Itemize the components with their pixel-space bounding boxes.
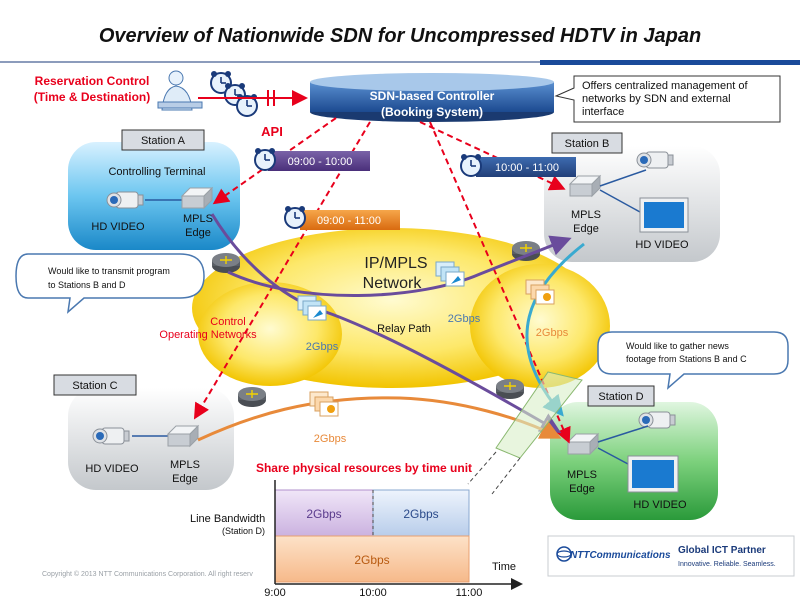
station-d-monitor-icon (627, 455, 679, 493)
timeline-slot-1 (274, 489, 374, 537)
ip-mpls-network-cloud (192, 228, 610, 388)
station-d-mpls-box-icon (567, 433, 599, 455)
controller-callout (554, 75, 781, 123)
page-title: Overview of Nationwide SDN for Uncompres… (99, 25, 701, 47)
bubble-station-a (15, 253, 205, 314)
timeline-slot-3-label: 2Gbps (354, 553, 389, 567)
station-c-panel (53, 374, 234, 490)
network-line2: Network (363, 275, 423, 292)
station-a-label: Station A (141, 135, 186, 147)
timeline-xlabel: Time (492, 561, 516, 573)
timeline-tick-1: 10:00 (359, 587, 387, 599)
timeslot-a-label: 09:00 - 10:00 (288, 156, 353, 168)
copyright-text: Copyright © 2013 NTT Communications Corp… (42, 570, 253, 578)
station-c-mpls-box-icon (167, 425, 199, 447)
timeline-slot-2 (372, 489, 470, 537)
timeline-tick-2: 11:00 (456, 587, 483, 599)
station-a-video: HD VIDEO (91, 221, 145, 233)
title-accent (540, 60, 800, 65)
bubble-station-d (597, 331, 789, 390)
timeline-tick-0: 9:00 (264, 587, 285, 599)
bandwidth-label-4: 2Gbps (314, 433, 347, 445)
station-b-edge1: MPLS (571, 209, 601, 221)
path-c-to-d-orange (197, 396, 562, 442)
station-a-mpls-box-icon (181, 187, 213, 209)
alarm-clock-icons (210, 70, 258, 117)
partner-title: Global ICT Partner (678, 545, 766, 556)
controller-line2: (Booking System) (381, 105, 483, 119)
api-label: API (261, 124, 283, 139)
footer-logo-panel (547, 535, 795, 577)
partner-tagline: Innovative. Reliable. Seamless. (678, 561, 776, 568)
timeline-ylabel2: (Station D) (222, 526, 265, 536)
controller-line1: SDN-based Controller (370, 89, 495, 103)
control-ops-line2: Operating Networks (159, 329, 257, 341)
relay-path-label: Relay Path (377, 323, 431, 335)
timeslot-c (284, 205, 400, 230)
reservation-control-line1: Reservation Control (35, 74, 150, 88)
router-icon-4 (495, 378, 525, 400)
timeslot-b-label: 10:00 - 11:00 (495, 162, 559, 174)
station-b-link-cam (599, 169, 647, 187)
station-b-link-tv (599, 189, 641, 213)
station-c-label: Station C (72, 380, 117, 392)
timeline-slot-2-label: 2Gbps (403, 507, 438, 521)
station-b-edge2: Edge (573, 223, 599, 235)
callout-line2: networks by SDN and external (582, 93, 731, 105)
bubble-d-line2: footage from Stations B and C (626, 354, 747, 364)
station-d-video: HD VIDEO (633, 499, 687, 511)
station-c-edge1: MPLS (170, 459, 200, 471)
callout-line1: Offers centralized management of (582, 80, 748, 92)
station-a-video-camera-icon (106, 191, 144, 209)
station-b-panel (544, 132, 720, 262)
bubble-a-line1: Would like to transmit program (48, 266, 170, 276)
control-ops-line1: Control (210, 316, 245, 328)
station-d-video-camera-icon (638, 411, 676, 429)
bandwidth-label-1: 2Gbps (448, 313, 481, 325)
station-a-terminal: Controlling Terminal (108, 166, 205, 178)
station-b-video: HD VIDEO (635, 239, 689, 251)
station-a-edge2: Edge (185, 227, 211, 239)
router-icon-1 (211, 252, 241, 274)
station-c-video-camera-icon (92, 427, 130, 445)
bubble-a-line2: to Stations B and D (48, 280, 126, 290)
station-c-edge2: Edge (172, 473, 198, 485)
bandwidth-label-3: 2Gbps (536, 327, 569, 339)
bubble-d-line1: Would like to gather news (626, 341, 729, 351)
timeline-ylabel1: Line Bandwidth (190, 513, 265, 525)
station-d-label: Station D (598, 391, 643, 403)
timeslot-b (460, 153, 576, 177)
timeline-slot-3 (274, 535, 470, 583)
router-icon-3 (237, 386, 267, 408)
path-a-to-d-purple (210, 213, 562, 434)
callout-line3: interface (582, 106, 624, 118)
timeslot-a (254, 147, 370, 171)
station-c-video: HD VIDEO (85, 463, 139, 475)
bandwidth-label-2: 2Gbps (306, 341, 339, 353)
share-title: Share physical resources by time unit (256, 461, 472, 475)
station-d-link-cam (597, 425, 649, 443)
station-b-mpls-box-icon (569, 175, 601, 197)
station-b-monitor-icon (639, 197, 689, 233)
ntt-logo-text: NTTCommunications (570, 550, 671, 561)
timeslot-c-label: 09:00 - 11:00 (317, 215, 381, 227)
station-a-edge1: MPLS (183, 213, 213, 225)
stream-stack-icon-4 (309, 391, 339, 417)
station-b-label: Station B (565, 138, 610, 150)
timeline-pointer (467, 451, 521, 495)
station-d-link-tv (597, 447, 629, 465)
network-line1: IP/MPLS (364, 255, 427, 272)
operator-person-icon (157, 70, 203, 111)
station-d-edge2: Edge (569, 483, 595, 495)
station-d-edge1: MPLS (567, 469, 597, 481)
station-a-panel (68, 129, 240, 250)
timeline-slot-1-label: 2Gbps (306, 507, 341, 521)
ntt-logo-icon (556, 546, 572, 562)
reservation-control-line2: (Time & Destination) (34, 90, 150, 104)
sdn-controller (310, 73, 554, 122)
station-b-video-camera-icon (636, 151, 674, 169)
